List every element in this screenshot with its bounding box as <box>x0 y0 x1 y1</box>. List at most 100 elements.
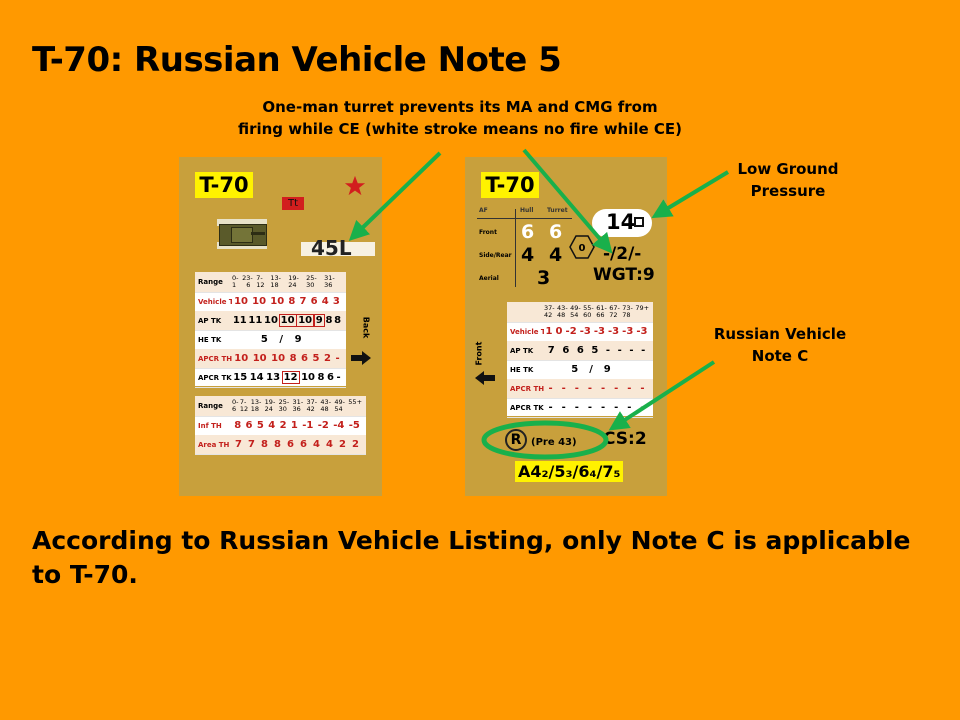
table-cell: -3 <box>622 326 634 337</box>
range-header-cell: 7-12 <box>256 274 265 289</box>
pre-43-label: (Pre 43) <box>531 437 577 448</box>
table-cell: 6 <box>245 420 253 431</box>
arrow-left-icon <box>475 371 495 385</box>
vehicle-name-label: T-70 <box>195 172 253 198</box>
row-label: APCR TH <box>510 384 544 393</box>
table-cell: 7 <box>547 345 555 356</box>
armor-side-row: Side/Rear 4 4 <box>477 244 582 266</box>
table-cell: - <box>614 402 619 413</box>
range-header-cell: 49-54 <box>570 304 581 319</box>
square-icon <box>634 217 644 227</box>
table-cell: 10 <box>296 314 315 327</box>
lgp-annotation-line2: Pressure <box>750 182 826 200</box>
table-cell: 4 <box>321 296 329 307</box>
armor-header: AF Hull Turret <box>477 207 582 219</box>
armor-row-label: Front <box>479 229 497 236</box>
row-label: AP TK <box>510 346 534 355</box>
slide-title: T-70: Russian Vehicle Note 5 <box>32 40 562 80</box>
armor-turret-value: 4 <box>549 244 563 266</box>
turret-annotation: One-man turret prevents its MA and CMG f… <box>230 96 690 140</box>
table-cell: -3 <box>593 326 605 337</box>
range-header-cell: 37-42 <box>306 398 318 413</box>
availability-label: A4₂/5₃/6₄/7₅ <box>515 461 624 482</box>
table-cell: -2 <box>317 420 329 431</box>
table-cell: - <box>641 345 646 356</box>
table-cell: 12 <box>281 371 300 384</box>
table-cell: - <box>574 402 579 413</box>
table-header-label: Range <box>198 402 223 410</box>
table-cell: 2 <box>324 353 331 364</box>
table-row: APCR TH-------- <box>507 379 653 399</box>
table-cell: 8 <box>274 439 281 450</box>
table-cell: -5 <box>348 420 360 431</box>
table-cell: 10 <box>234 353 249 364</box>
range-header-cell: 13-18 <box>250 398 262 413</box>
table-cell: 6 <box>576 345 584 356</box>
table-cell: -2 <box>565 326 577 337</box>
cs-value: CS:2 <box>603 429 647 449</box>
lgp-arrow <box>651 170 730 219</box>
table-cell: 8 <box>317 372 325 383</box>
table-cell: - <box>561 383 566 394</box>
vehicle-name-label: T-70 <box>481 172 539 198</box>
gun-calibre-strip: 45L <box>301 236 375 260</box>
note-c-highlight-ellipse <box>481 420 609 460</box>
row-label: Area TH <box>198 440 230 449</box>
armor-header-af: AF <box>479 207 488 214</box>
table-cell: 10 <box>301 372 315 383</box>
table-cell: 4 <box>326 439 333 450</box>
r-symbol-letter: R <box>510 432 522 448</box>
table-cell: 5 <box>260 334 268 345</box>
range-header-cell: 19-24 <box>264 398 276 413</box>
table-cell: -4 <box>333 420 345 431</box>
row-label: APCR TK <box>198 373 232 382</box>
table-cell: - <box>574 383 579 394</box>
table-cell: - <box>614 383 619 394</box>
armor-header-hull: Hull <box>520 207 534 214</box>
table-cell: / <box>279 334 284 345</box>
table-cell: 7 <box>299 296 307 307</box>
range-header-cell: 61-66 <box>596 304 607 319</box>
table-cell: - <box>336 372 341 383</box>
hexagon-icon: 0 <box>569 235 595 259</box>
table-cell: - <box>600 402 606 413</box>
table-cell: 1 <box>290 420 298 431</box>
table-cell: 9 <box>313 314 325 327</box>
gun-calibre-label: 45L <box>311 236 352 260</box>
table-cell: - <box>617 345 622 356</box>
table-cell: 4 <box>313 439 320 450</box>
table-cell: 8 <box>261 439 268 450</box>
table-cell: - <box>561 402 566 413</box>
table-cell: 10 <box>264 315 278 326</box>
table-cell: 7 <box>248 439 255 450</box>
note-arrow <box>608 360 716 431</box>
table-cell: 2 <box>279 420 287 431</box>
range-header-cell: 31-36 <box>292 398 304 413</box>
range-header-cell: 0-6 <box>232 398 239 413</box>
range-header-cell: 31-36 <box>324 274 335 289</box>
table-cell: -1 <box>302 420 314 431</box>
range-header-cell: 55-60 <box>583 304 594 319</box>
r-symbol: R <box>505 429 527 451</box>
row-label: APCR TK <box>510 403 544 412</box>
table-cell: 9 <box>603 364 611 375</box>
table-cell: 6 <box>301 353 309 364</box>
range-header-cell: 3-6 <box>246 274 253 289</box>
table-cell: - <box>605 345 611 356</box>
table-cell: 8 <box>234 420 242 431</box>
table-cell: - <box>548 402 553 413</box>
table-cell: 2 <box>339 439 346 450</box>
table-cell: 1 <box>545 326 553 337</box>
row-label: Inf TH <box>198 421 222 430</box>
lgp-annotation: Low Ground Pressure <box>720 158 856 202</box>
table-cell: 10 <box>234 296 248 307</box>
armor-turret-value: 6 <box>549 221 563 243</box>
table-cell: - <box>640 383 645 394</box>
turret-arrow-back <box>522 148 613 254</box>
range-header-cell: 79+ <box>635 304 650 312</box>
note-annotation-line1: Russian Vehicle <box>713 325 847 343</box>
